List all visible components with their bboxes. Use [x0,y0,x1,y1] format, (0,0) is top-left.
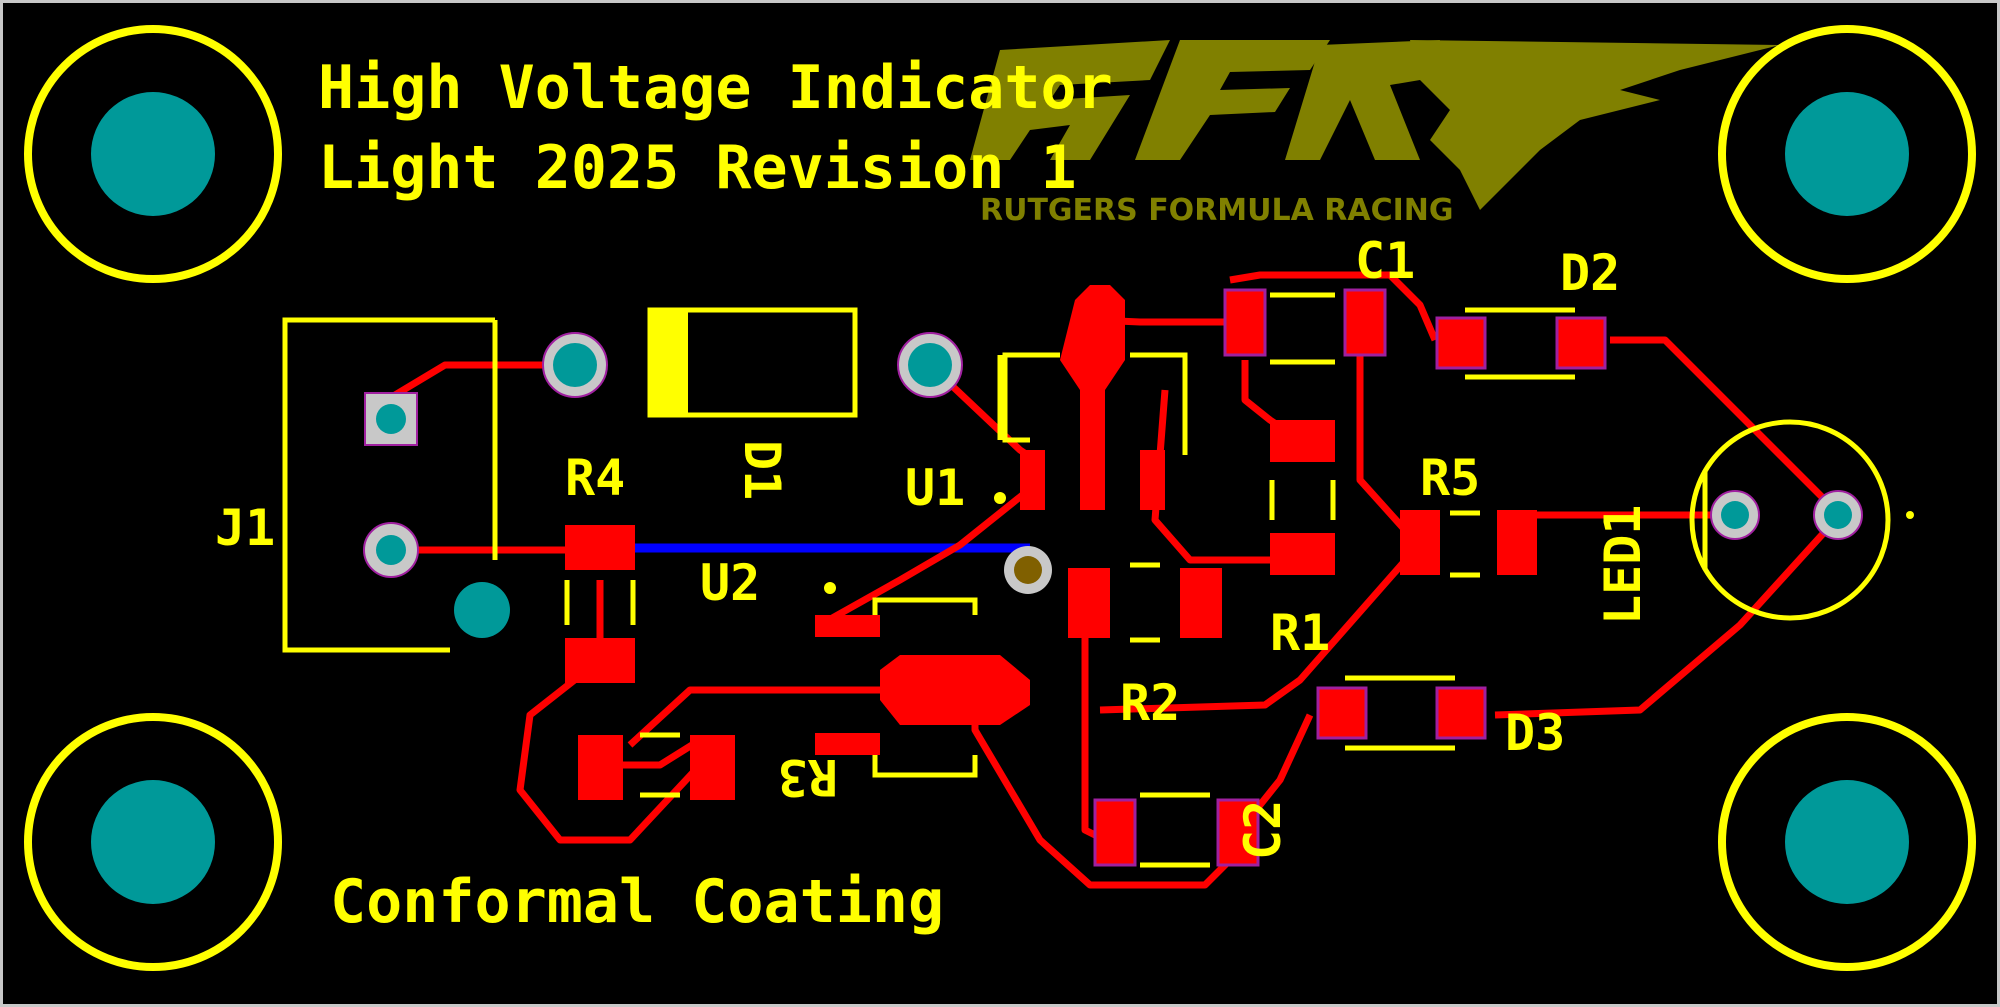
board-title-line2: Light 2025 Revision 1 [318,133,1077,203]
logo-tagline: RUTGERS FORMULA RACING [980,193,1454,228]
led1-pin1-dot [1906,511,1914,519]
designator-r3: R3 [778,748,838,806]
designators: J1 R4 D1 U1 U2 R3 C1 D2 R5 LED1 R1 R2 D3… [215,232,1652,860]
u2-pin1-dot [824,582,836,594]
designator-d2: D2 [1560,244,1620,302]
silkscreen-outlines [282,292,1891,868]
board-title-line1: High Voltage Indicator [318,53,1113,123]
designator-d1: D1 [733,440,791,500]
designator-u2: U2 [700,554,760,612]
designator-u1: U1 [905,459,965,517]
pad-outlines [1093,288,1607,867]
mounting-holes [24,25,1976,971]
designator-r4: R4 [565,449,625,507]
mounting-hole-top-left [24,25,282,283]
through-hole-pads [363,332,1863,638]
d1-cathode-band [650,310,688,415]
designator-d3: D3 [1505,704,1565,762]
designator-c2: C2 [1234,800,1292,860]
u1-pin1-dot [994,492,1006,504]
designator-r2: R2 [1120,674,1180,732]
mounting-hole-bottom-right [1718,713,1976,971]
rfr-logo: RUTGERS FORMULA RACING [970,40,1780,228]
conformal-coating-label: Conformal Coating [330,867,944,937]
designator-led1: LED1 [1594,505,1652,625]
j1-pin1-pad [364,392,418,446]
mounting-hole-top-right [1718,25,1976,283]
designator-c1: C1 [1355,232,1415,290]
designator-j1: J1 [215,499,275,557]
j1-mount-hole [454,582,510,638]
designator-r1: R1 [1270,604,1330,662]
designator-r5: R5 [1420,449,1480,507]
top-copper-pads [565,285,1605,865]
mounting-hole-bottom-left [24,713,282,971]
